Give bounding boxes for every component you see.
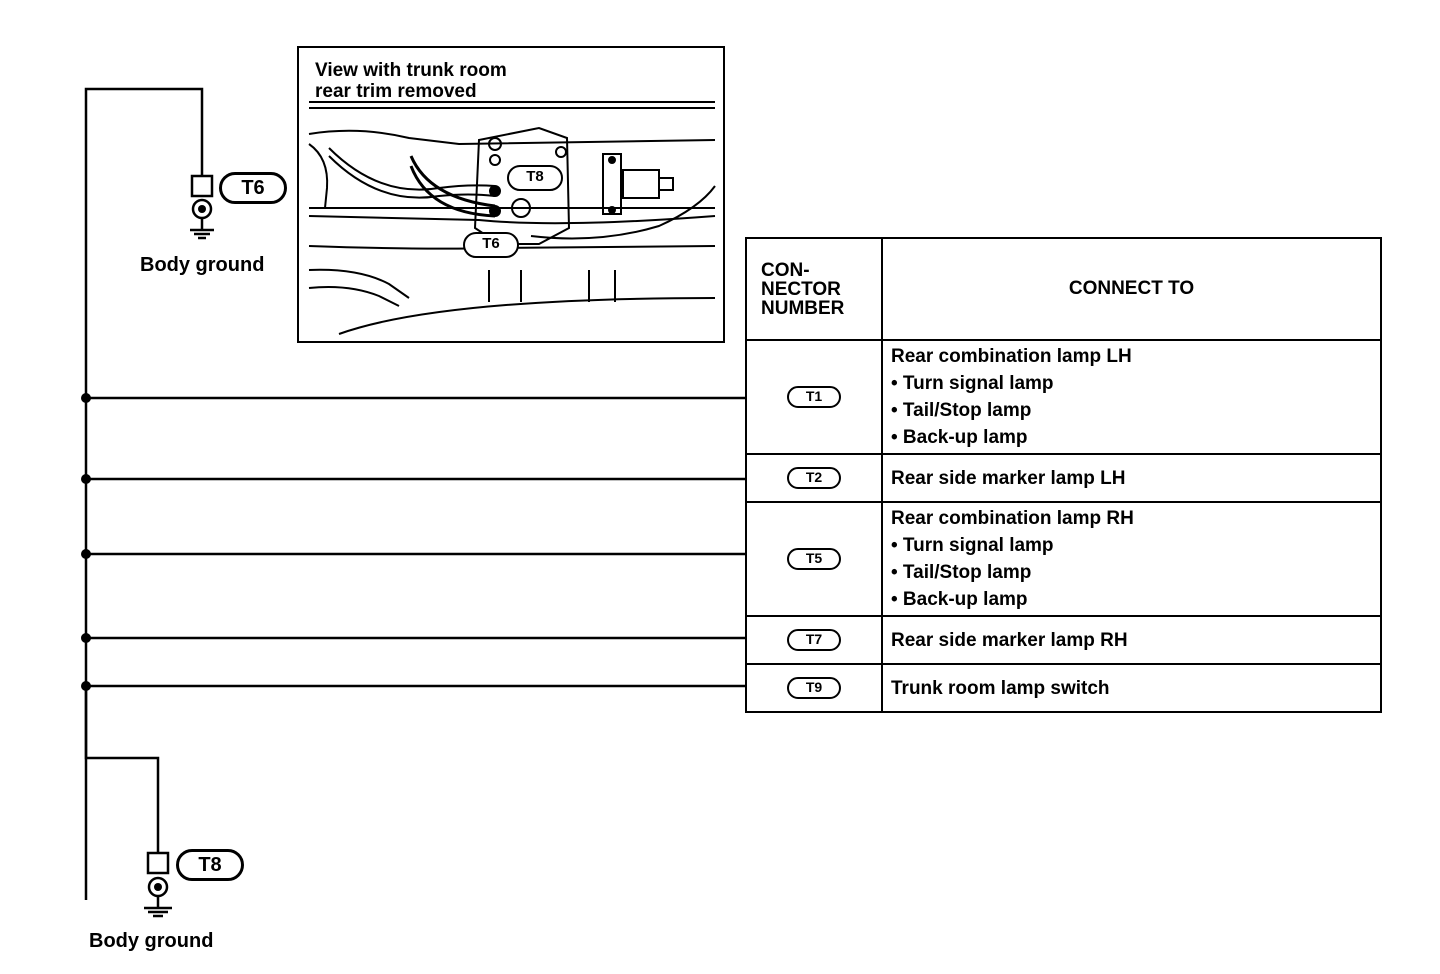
table-row: T9 Trunk room lamp switch — [745, 663, 1382, 713]
connect-to-line: • Turn signal lamp — [891, 373, 1054, 394]
header-number-line2: NECTOR — [761, 278, 841, 300]
trunk-illustration — [308, 101, 716, 335]
connect-to-line: Rear combination lamp RH — [891, 508, 1134, 529]
connect-to-line: • Tail/Stop lamp — [891, 400, 1032, 421]
table-row: T7 Rear side marker lamp RH — [745, 615, 1382, 665]
body-ground-label-bottom: Body ground — [89, 930, 214, 952]
connect-to-line: • Turn signal lamp — [891, 535, 1054, 556]
connect-to-line: Rear side marker lamp RH — [891, 629, 1128, 651]
junction-dot — [81, 393, 91, 403]
connect-to-cell: Trunk room lamp switch — [881, 663, 1382, 713]
connect-to-line: • Tail/Stop lamp — [891, 562, 1032, 583]
connect-to-line: Trunk room lamp switch — [891, 677, 1110, 699]
connector-cell: T9 — [745, 663, 883, 713]
junction-dot — [81, 633, 91, 643]
table-row: T2 Rear side marker lamp LH — [745, 453, 1382, 503]
connect-to-cell: Rear combination lamp LH • Turn signal l… — [881, 339, 1382, 455]
table-row: T5 Rear combination lamp RH • Turn signa… — [745, 501, 1382, 617]
inset-title-line2: rear trim removed — [315, 81, 477, 102]
connect-to-cell: Rear side marker lamp RH — [881, 615, 1382, 665]
connector-cell: T7 — [745, 615, 883, 665]
connector-badge: T1 — [787, 386, 841, 408]
connector-badge: T2 — [787, 467, 841, 489]
connector-badge: T9 — [787, 677, 841, 699]
trunk-room-inset: View with trunk room rear trim removed — [297, 46, 725, 343]
connect-to-line: Rear side marker lamp LH — [891, 467, 1126, 489]
junction-dot — [81, 549, 91, 559]
header-number-line3: NUMBER — [761, 297, 845, 319]
connect-to-cell: Rear side marker lamp LH — [881, 453, 1382, 503]
header-connector-number: CON- NECTOR NUMBER — [745, 237, 883, 341]
inset-connector-t6: T6 — [463, 232, 519, 258]
connect-to-line: Rear combination lamp LH — [891, 346, 1132, 367]
connector-badge: T5 — [787, 548, 841, 570]
connect-to-line: • Back-up lamp — [891, 427, 1028, 448]
header-connect-to: CONNECT TO — [881, 237, 1382, 341]
connector-t8-callout: T8 — [176, 849, 244, 881]
connector-badge: T7 — [787, 629, 841, 651]
connector-cell: T1 — [745, 339, 883, 455]
connector-cell: T2 — [745, 453, 883, 503]
junction-dot — [81, 681, 91, 691]
connector-t6-callout: T6 — [219, 172, 287, 204]
table-header-row: CON- NECTOR NUMBER CONNECT TO — [745, 237, 1382, 341]
wire-top-ground — [84, 87, 204, 900]
table-row: T1 Rear combination lamp LH • Turn signa… — [745, 339, 1382, 455]
ground-symbol-bottom — [144, 851, 172, 918]
inset-title: View with trunk room rear trim removed — [315, 60, 507, 102]
inset-connector-t8: T8 — [507, 165, 563, 191]
header-number-line1: CON- — [761, 259, 810, 281]
connector-cell: T5 — [745, 501, 883, 617]
body-ground-label-top: Body ground — [140, 254, 265, 276]
connector-table: CON- NECTOR NUMBER CONNECT TO T1 Rear co… — [745, 237, 1382, 713]
connect-to-cell: Rear combination lamp RH • Turn signal l… — [881, 501, 1382, 617]
connect-to-line: • Back-up lamp — [891, 589, 1028, 610]
wire-bottom-ground — [84, 686, 160, 853]
ground-symbol-top — [190, 174, 214, 240]
inset-title-line1: View with trunk room — [315, 60, 507, 81]
junction-dot — [81, 474, 91, 484]
